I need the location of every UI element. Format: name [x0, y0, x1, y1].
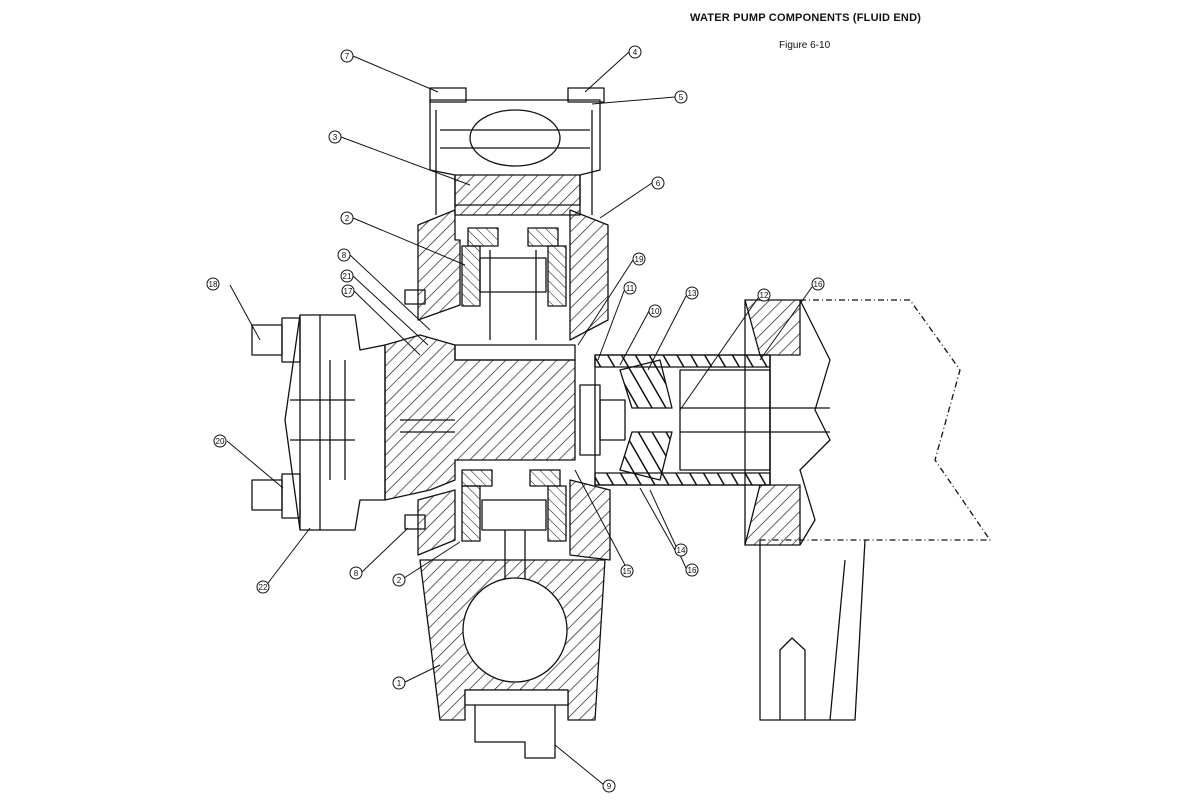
svg-text:10: 10: [651, 307, 660, 316]
svg-text:1: 1: [397, 679, 402, 688]
gland-housing: [744, 299, 801, 546]
svg-text:17: 17: [344, 287, 353, 296]
svg-text:8: 8: [354, 569, 359, 578]
upper-valve-body: [404, 209, 609, 341]
svg-text:2: 2: [397, 576, 402, 585]
svg-text:21: 21: [343, 272, 352, 281]
callout-markers: 7 4 5 3 6 2 8 21 17 19 18 11 10 13 12 16…: [206, 45, 825, 793]
svg-text:5: 5: [679, 93, 684, 102]
svg-text:22: 22: [259, 583, 268, 592]
svg-text:14: 14: [677, 546, 686, 555]
callout-13: 13: [685, 286, 699, 300]
top-cover: [429, 87, 605, 216]
callout-15: 15: [620, 564, 634, 578]
svg-text:12: 12: [760, 291, 769, 300]
callout-17: 17: [341, 284, 355, 298]
power-end-frame: [759, 299, 991, 721]
callout-6: 6: [651, 176, 665, 190]
callout-2-upper: 2: [340, 211, 354, 225]
callout-20: 20: [213, 434, 227, 448]
svg-text:20: 20: [216, 437, 225, 446]
left-end-cover: [251, 314, 386, 531]
callout-12: 12: [757, 288, 771, 302]
callout-8-lower: 8: [349, 566, 363, 580]
svg-text:19: 19: [635, 255, 644, 264]
callout-9: 9: [602, 779, 616, 793]
svg-text:16: 16: [814, 280, 823, 289]
callout-10: 10: [648, 304, 662, 318]
callout-16-top: 16: [811, 277, 825, 291]
callout-16-bottom: 16: [685, 563, 699, 577]
svg-text:15: 15: [623, 567, 632, 576]
callout-5: 5: [674, 90, 688, 104]
svg-text:6: 6: [656, 179, 661, 188]
svg-text:7: 7: [345, 52, 350, 61]
callout-1: 1: [392, 676, 406, 690]
callout-7: 7: [340, 49, 354, 63]
callout-14: 14: [674, 543, 688, 557]
svg-text:2: 2: [345, 214, 350, 223]
callout-3: 3: [328, 130, 342, 144]
svg-text:9: 9: [607, 782, 612, 791]
svg-text:13: 13: [688, 289, 697, 298]
inlet-manifold: [419, 559, 606, 759]
svg-text:8: 8: [342, 251, 347, 260]
leader-lines: [226, 51, 813, 786]
callout-8-upper: 8: [337, 248, 351, 262]
callout-22: 22: [256, 580, 270, 594]
svg-text:11: 11: [626, 284, 635, 293]
svg-text:3: 3: [333, 133, 338, 142]
callout-18: 18: [206, 277, 220, 291]
callout-2-lower: 2: [392, 573, 406, 587]
callout-11: 11: [623, 281, 637, 295]
callout-4: 4: [628, 45, 642, 59]
svg-text:16: 16: [688, 566, 697, 575]
page-title: WATER PUMP COMPONENTS (FLUID END): [690, 12, 922, 24]
callout-19: 19: [632, 252, 646, 266]
figure-number: Figure 6-10: [779, 40, 831, 51]
svg-text:4: 4: [633, 48, 638, 57]
callout-21: 21: [340, 269, 354, 283]
svg-text:18: 18: [209, 280, 218, 289]
plunger-assembly: [579, 354, 830, 486]
main-block: [384, 334, 576, 501]
